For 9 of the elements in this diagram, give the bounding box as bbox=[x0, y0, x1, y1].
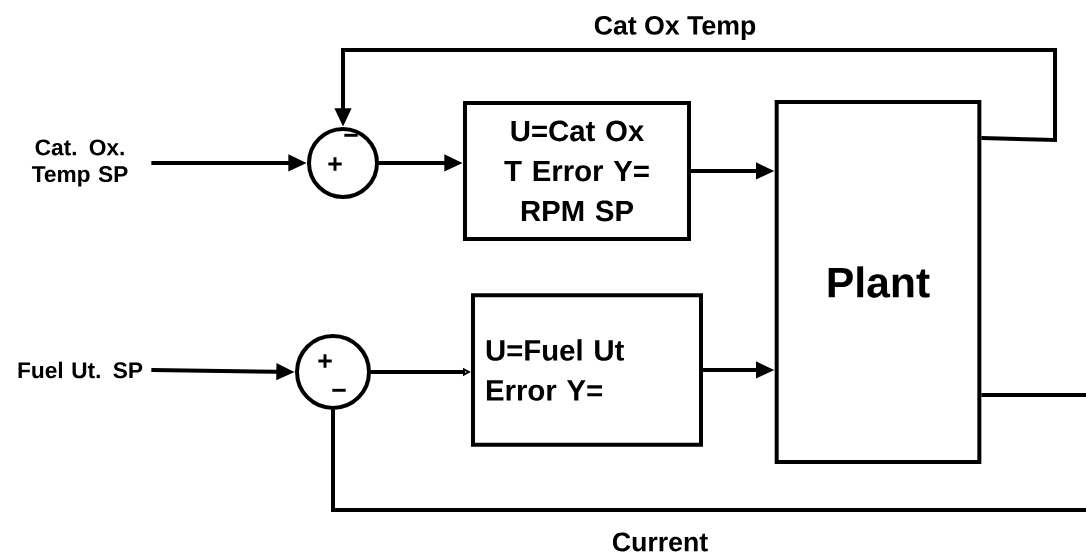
summing-junction: − + bbox=[307, 127, 379, 199]
edge-label: Cat Ox Temp bbox=[592, 14, 758, 42]
block-box: U=Fuel Ut Error Y= bbox=[471, 293, 703, 447]
edge-label: Current bbox=[610, 531, 710, 553]
input-label: Fuel Ut. SP bbox=[18, 361, 143, 379]
summing-junction: + − bbox=[295, 334, 371, 410]
block-box: Plant bbox=[774, 100, 982, 464]
input-label: Cat. Ox. Temp SP bbox=[32, 139, 128, 187]
block-box: U=Cat Ox T Error Y= RPM SP bbox=[463, 101, 691, 241]
